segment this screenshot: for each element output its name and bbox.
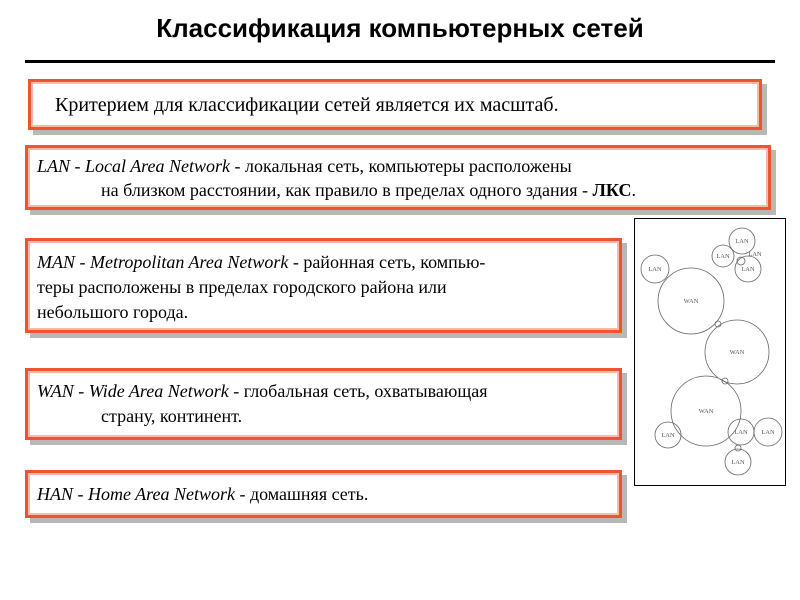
wan-line-1: WAN - Wide Area Network - глобальная сет… bbox=[37, 381, 488, 401]
link-node bbox=[734, 444, 742, 452]
lan-circle bbox=[724, 448, 752, 476]
wan-circle bbox=[670, 375, 742, 447]
lan-circle bbox=[753, 417, 783, 447]
man-description: - районная сеть, компью- bbox=[288, 252, 486, 272]
wan-description: - глобальная сеть, охватывающая bbox=[228, 381, 488, 401]
lan-circle bbox=[711, 244, 735, 268]
wan-circle bbox=[657, 267, 725, 335]
lan-line-2: на близком расстоянии, как правило в пре… bbox=[101, 180, 637, 200]
lan-circle bbox=[734, 255, 762, 283]
link-node bbox=[736, 256, 746, 266]
network-diagram-svg: WAN WAN WAN LAN LAN LAN LAN LAN LAN LAN … bbox=[640, 227, 783, 476]
lan-label: LAN bbox=[661, 432, 675, 439]
han-full-name: Home Area Network bbox=[88, 484, 235, 504]
page-title: Классификация компьютерных сетей bbox=[156, 13, 644, 43]
lan-label: LAN bbox=[734, 429, 748, 436]
wan-label: WAN bbox=[684, 298, 699, 305]
wan-definition-box: WAN - Wide Area Network - глобальная сет… bbox=[25, 368, 622, 440]
lan-full-name: Local Area Network bbox=[85, 156, 231, 176]
link-node bbox=[714, 320, 722, 328]
han-abbr: HAN bbox=[37, 484, 73, 504]
man-full-name: Metropolitan Area Network bbox=[90, 252, 289, 272]
criterion-text: Критерием для классификации сетей являет… bbox=[55, 94, 559, 116]
lan-description: - локальная сеть, компьютеры расположены bbox=[230, 156, 572, 176]
han-description: - домашняя сеть. bbox=[234, 484, 369, 504]
lan-label: LAN bbox=[748, 251, 762, 258]
lan-label: LAN bbox=[731, 459, 745, 466]
lan-label: LAN bbox=[741, 266, 755, 273]
lan-definition-box: LAN - Local Area Network - локальная сет… bbox=[25, 145, 771, 210]
wan-abbr: WAN bbox=[37, 381, 74, 401]
link-node bbox=[721, 377, 729, 385]
criterion-box: Критерием для классификации сетей являет… bbox=[28, 79, 762, 130]
wan-line-2: страну, континент. bbox=[101, 406, 243, 426]
lan-abbr: LAN bbox=[37, 156, 71, 176]
han-definition-box: HAN - Home Area Network - домашняя сеть. bbox=[25, 470, 622, 518]
wan-circle bbox=[704, 319, 770, 385]
lan-russian-abbr: ЛКС bbox=[592, 180, 632, 200]
man-line-1: MAN - Metropolitan Area Network - районн… bbox=[37, 252, 486, 272]
lan-label: LAN bbox=[648, 266, 662, 273]
wan-full-name: Wide Area Network bbox=[88, 381, 229, 401]
han-line-1: HAN - Home Area Network - домашняя сеть. bbox=[37, 484, 369, 504]
lan-line-1: LAN - Local Area Network - локальная сет… bbox=[37, 156, 572, 176]
lan-label: LAN bbox=[716, 253, 730, 260]
lan-circle bbox=[640, 254, 670, 284]
wan-label: WAN bbox=[699, 408, 714, 415]
title-underline bbox=[25, 60, 775, 63]
man-abbr: MAN bbox=[37, 252, 75, 272]
man-definition-box: MAN - Metropolitan Area Network - районн… bbox=[25, 238, 622, 333]
lan-circle bbox=[728, 227, 756, 255]
network-topology-diagram: WAN WAN WAN LAN LAN LAN LAN LAN LAN LAN … bbox=[634, 218, 786, 486]
man-line-2: теры расположены в пределах городского р… bbox=[37, 277, 447, 297]
lan-circle bbox=[654, 421, 682, 449]
man-line-3: небольшого города. bbox=[37, 302, 189, 322]
lan-label: LAN bbox=[735, 238, 749, 245]
lan-label: LAN bbox=[761, 429, 775, 436]
wan-label: WAN bbox=[730, 349, 745, 356]
